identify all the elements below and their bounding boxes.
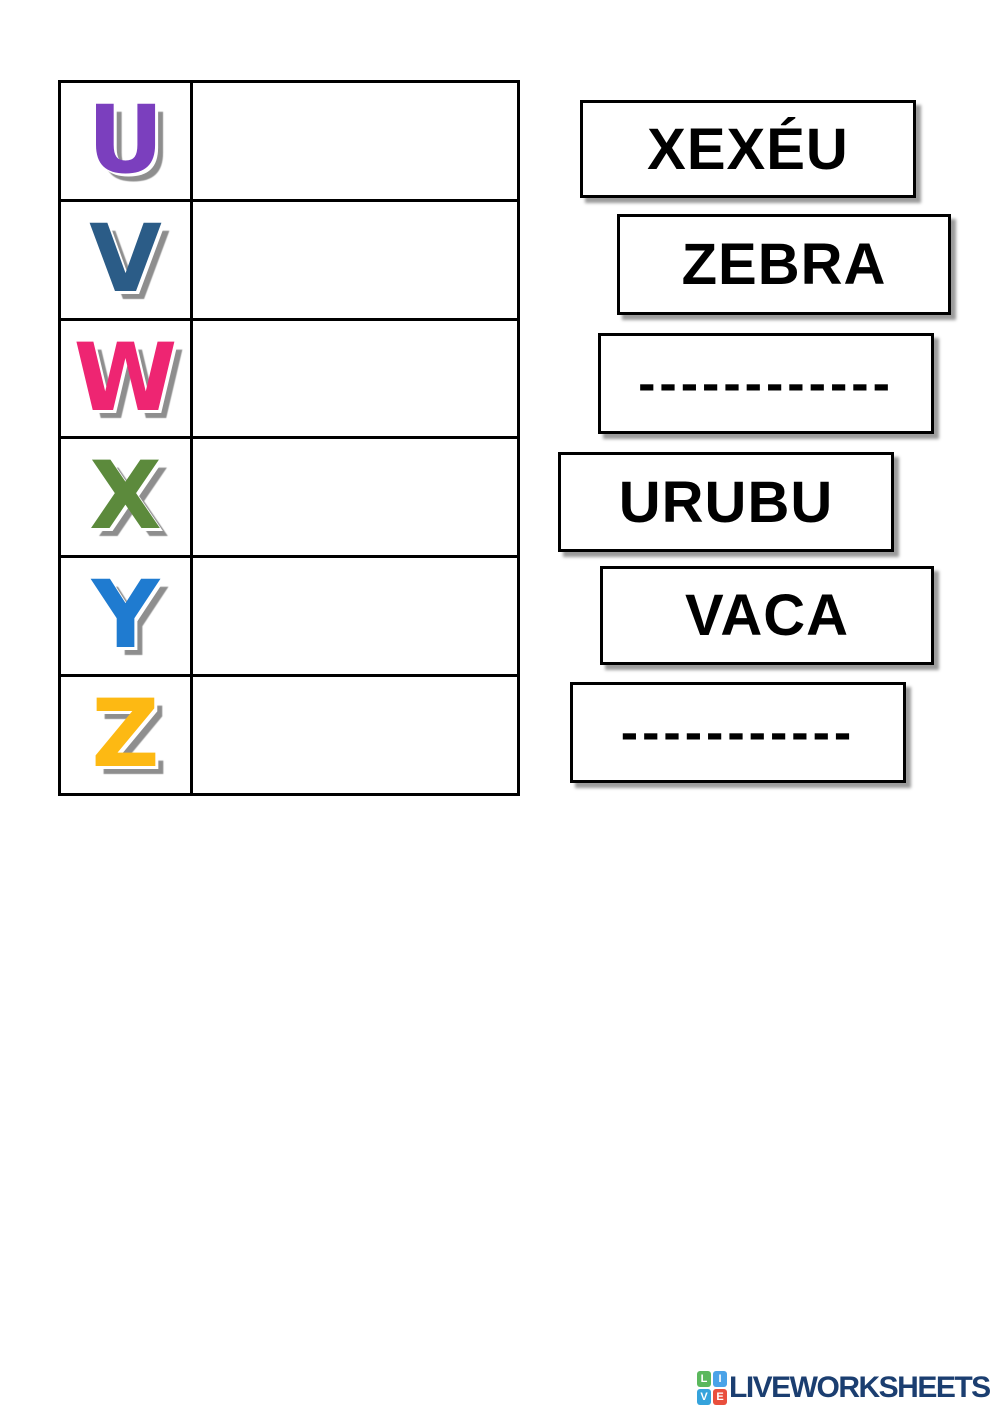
word-card-label: URUBU bbox=[618, 469, 834, 535]
letter-w: W bbox=[73, 323, 178, 433]
word-card-blank-1[interactable]: ------------ bbox=[598, 333, 934, 434]
answer-dropzone-w[interactable] bbox=[190, 317, 520, 440]
table-row: Y bbox=[58, 555, 520, 678]
letter-z: Z bbox=[91, 680, 160, 790]
letter-cell-w: W bbox=[58, 317, 193, 440]
answer-dropzone-z[interactable] bbox=[190, 674, 520, 796]
table-row: V bbox=[58, 198, 520, 321]
letter-cell-v: V bbox=[58, 198, 193, 321]
logo-cell-v: V bbox=[697, 1389, 711, 1405]
word-card-label: ------------ bbox=[638, 354, 894, 413]
word-card-label: ----------- bbox=[620, 703, 856, 762]
letter-x: X bbox=[89, 442, 162, 552]
answer-dropzone-u[interactable] bbox=[190, 80, 520, 202]
logo-cell-i: I bbox=[713, 1371, 727, 1387]
word-card-blank-2[interactable]: ----------- bbox=[570, 682, 906, 783]
table-row: X bbox=[58, 436, 520, 559]
liveworksheets-logo[interactable]: L I V E LIVEWORKSHEETS bbox=[697, 1371, 991, 1405]
answer-dropzone-y[interactable] bbox=[190, 555, 520, 678]
letter-y: Y bbox=[91, 561, 160, 671]
table-row: Z bbox=[58, 674, 520, 796]
liveworksheets-wordmark: LIVEWORKSHEETS bbox=[729, 1371, 991, 1404]
letter-u: U bbox=[87, 85, 164, 195]
table-row: W bbox=[58, 317, 520, 440]
word-card-label: XEXÉU bbox=[647, 116, 849, 182]
table-row: U bbox=[58, 80, 520, 202]
letter-cell-z: Z bbox=[58, 674, 193, 796]
answer-dropzone-v[interactable] bbox=[190, 198, 520, 321]
logo-cell-l: L bbox=[697, 1371, 711, 1387]
letter-cell-u: U bbox=[58, 80, 193, 202]
answer-dropzone-x[interactable] bbox=[190, 436, 520, 559]
liveworksheets-grid-icon: L I V E bbox=[697, 1371, 727, 1405]
letter-match-table: U V W X bbox=[58, 80, 520, 796]
word-card-label: VACA bbox=[684, 583, 850, 648]
word-card-xexeu[interactable]: XEXÉU bbox=[580, 100, 916, 198]
letter-cell-x: X bbox=[58, 436, 193, 559]
word-card-vaca[interactable]: VACA bbox=[600, 566, 934, 665]
logo-cell-e: E bbox=[713, 1389, 727, 1405]
letter-v: V bbox=[89, 204, 162, 314]
word-card-zebra[interactable]: ZEBRA bbox=[617, 214, 951, 315]
word-card-label: ZEBRA bbox=[681, 232, 887, 297]
letter-cell-y: Y bbox=[58, 555, 193, 678]
word-card-urubu[interactable]: URUBU bbox=[558, 452, 894, 552]
